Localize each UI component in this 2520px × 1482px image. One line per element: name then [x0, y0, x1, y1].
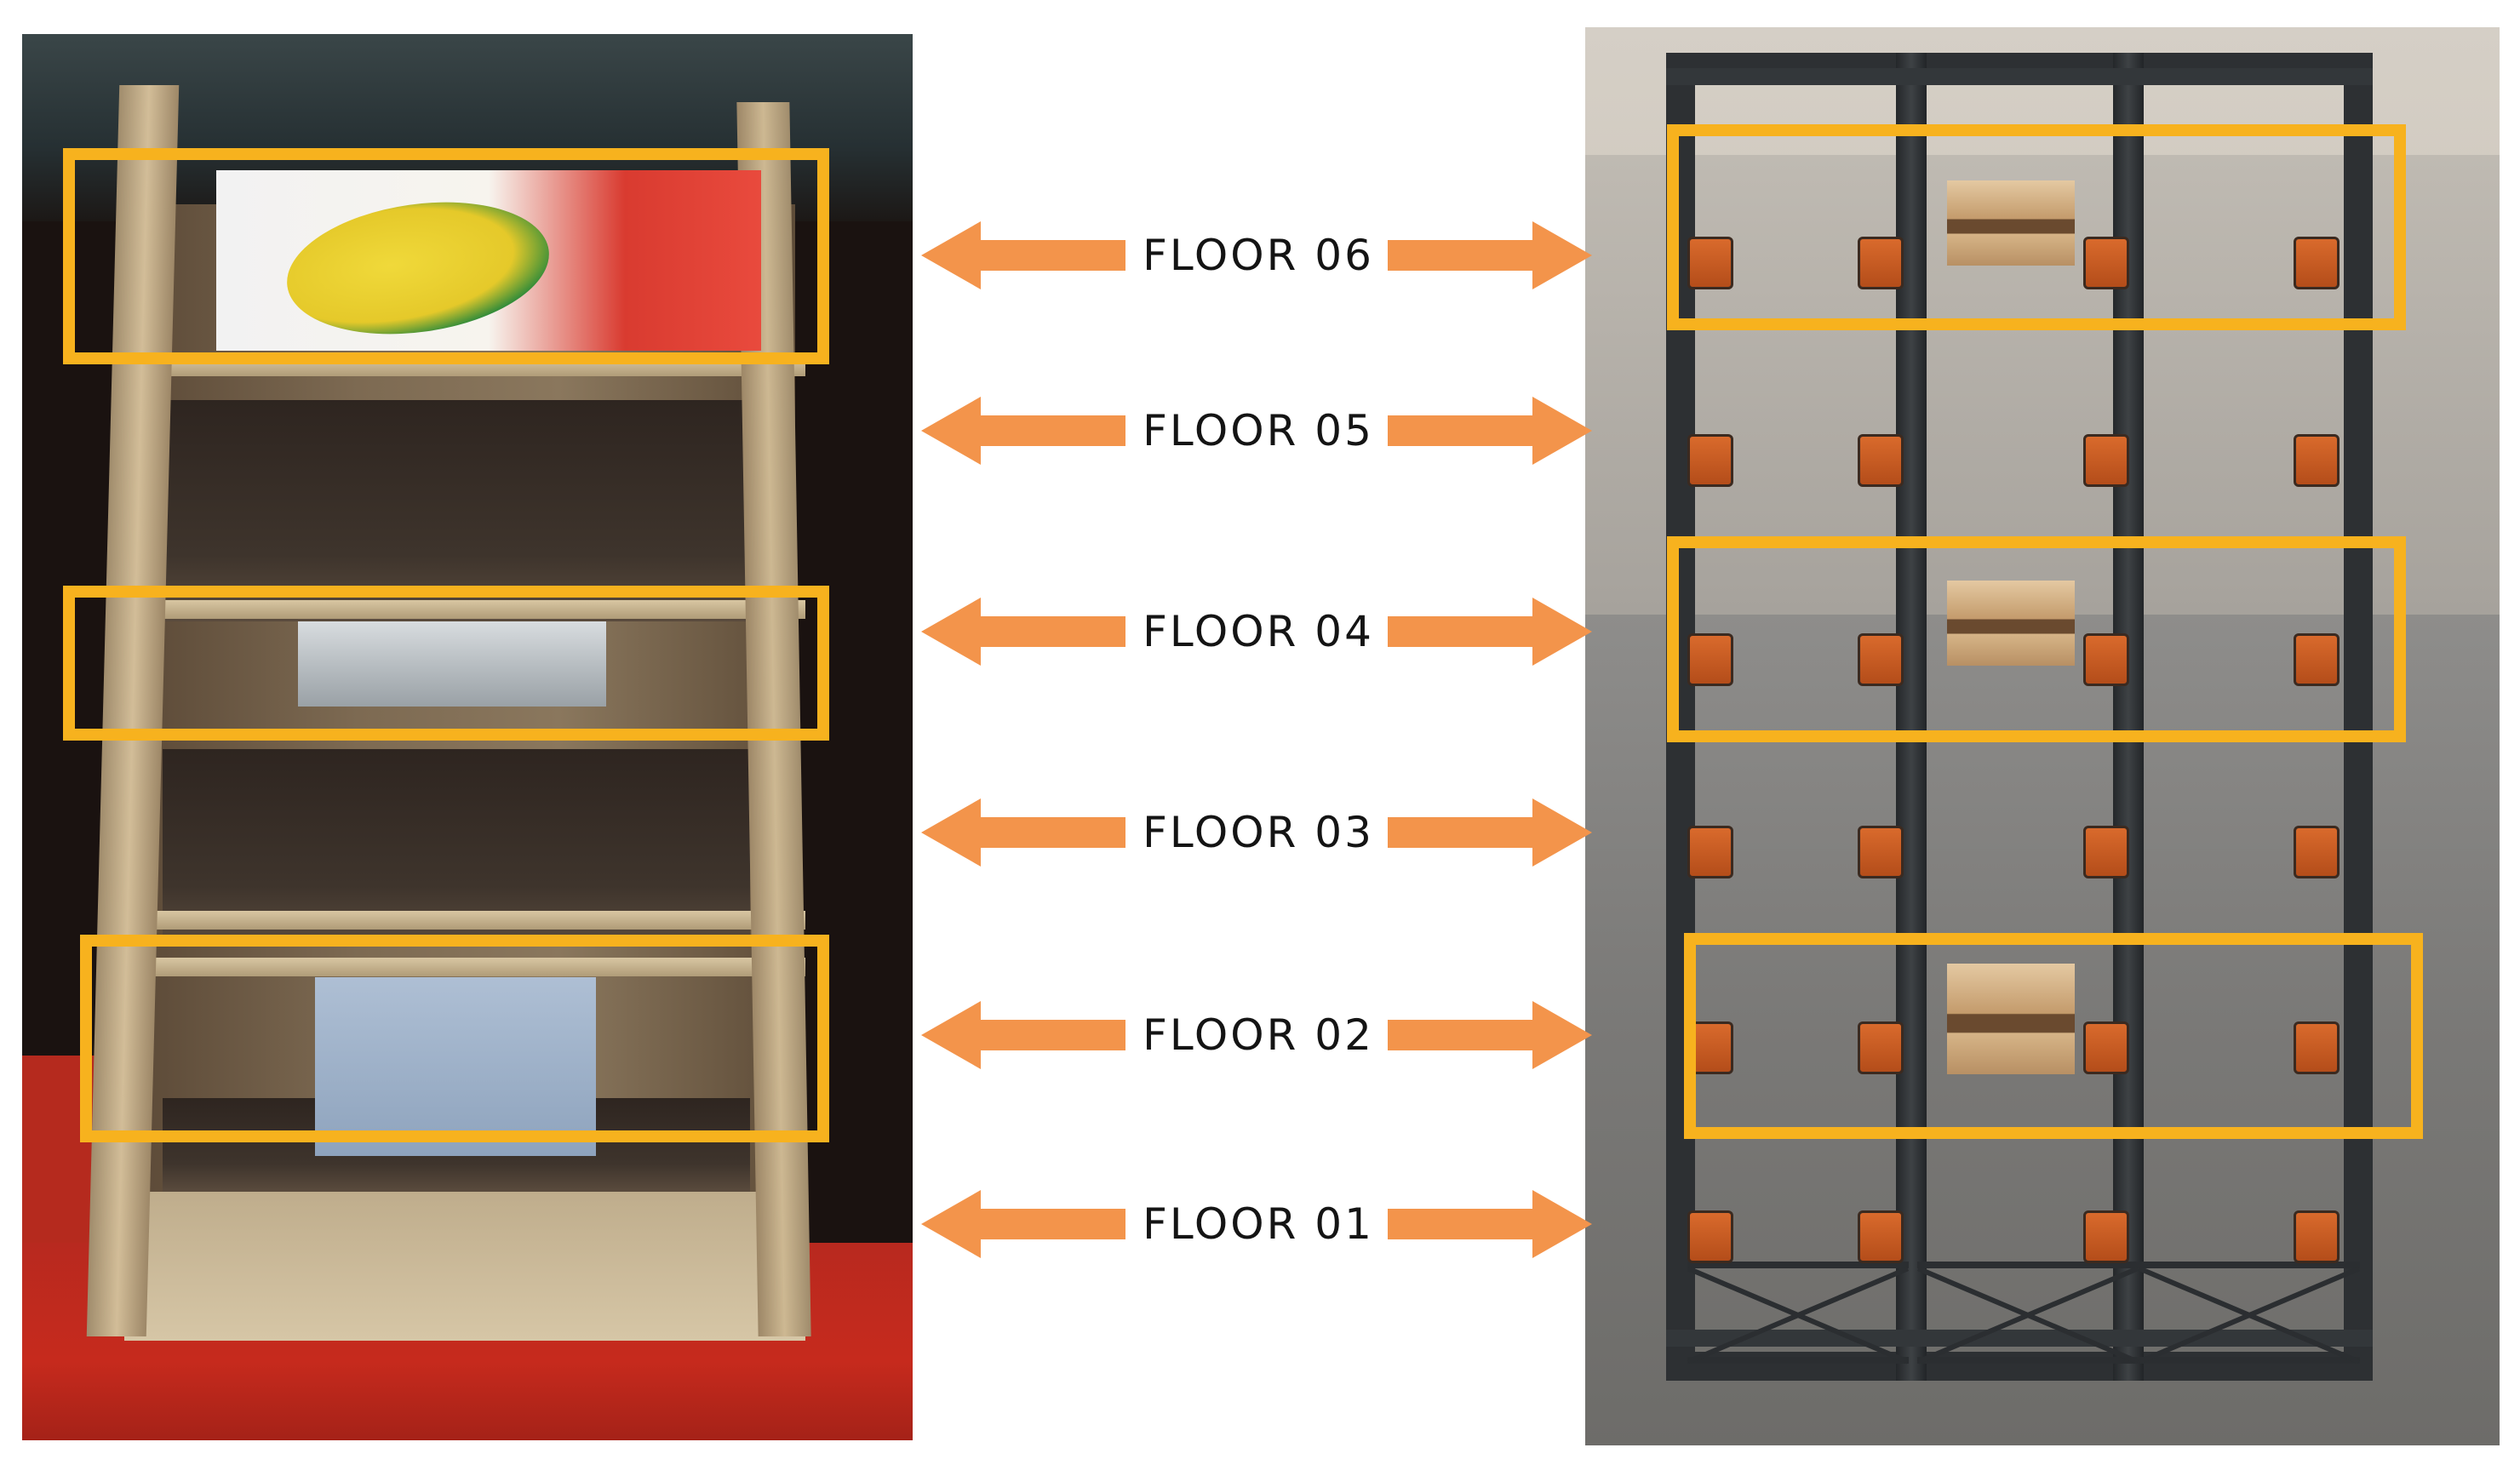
- rack-cargo: [1947, 581, 2075, 666]
- arrow-right-icon: [1388, 221, 1592, 289]
- floor-label: FLOOR 01: [1143, 1199, 1374, 1249]
- silver-box-item: [298, 621, 606, 707]
- highlight-left-floor-06: [63, 148, 829, 364]
- arrow-right-icon: [1388, 798, 1592, 867]
- shelf-compartment-floor-05: [163, 400, 750, 621]
- shelf-board: [116, 600, 805, 619]
- floor-label: FLOOR 02: [1143, 1010, 1374, 1060]
- rack-bracket: [1687, 826, 1733, 878]
- floor-label: FLOOR 05: [1143, 406, 1374, 455]
- arrow-left-icon: [921, 1001, 1125, 1069]
- rack-bracket: [2294, 1021, 2340, 1074]
- rack-bracket: [1858, 237, 1904, 289]
- rack-bracket: [1687, 1210, 1733, 1263]
- left-shelf-photo: [22, 34, 913, 1440]
- shelf-base: [124, 1192, 805, 1341]
- arrow-left-icon: [921, 1190, 1125, 1258]
- rack-bracket: [2083, 237, 2129, 289]
- floor-label: FLOOR 04: [1143, 607, 1374, 656]
- rack-crossbar: [1666, 68, 2373, 85]
- highlight-right-floor-02: [1684, 933, 2423, 1139]
- shelf-board: [116, 911, 805, 930]
- rack-bracket: [2083, 633, 2129, 686]
- arrow-left-icon: [921, 221, 1125, 289]
- arrow-left-icon: [921, 397, 1125, 465]
- highlight-left-floor-04: [63, 586, 829, 741]
- floor-label: FLOOR 06: [1143, 231, 1374, 280]
- rack-cargo: [1947, 964, 2075, 1074]
- rack-bracket: [1858, 1210, 1904, 1263]
- highlight-left-floor-02: [80, 935, 829, 1142]
- arrow-left-icon: [921, 798, 1125, 867]
- rack-bracket: [2083, 826, 2129, 878]
- rack-bracket: [1858, 1021, 1904, 1074]
- rack-base-brace: [2139, 1262, 2360, 1364]
- floor-row-05: FLOOR 05: [921, 397, 1592, 465]
- rack-bracket: [2294, 633, 2340, 686]
- rack-bracket: [2083, 1210, 2129, 1263]
- rack-bracket: [1858, 434, 1904, 487]
- rack-bracket: [2294, 434, 2340, 487]
- rack-bracket: [1687, 237, 1733, 289]
- floor-label: FLOOR 03: [1143, 808, 1374, 857]
- floor-row-03: FLOOR 03: [921, 798, 1592, 867]
- rack-base-brace: [1687, 1262, 1909, 1364]
- rack-cargo: [1947, 180, 2075, 266]
- arrow-right-icon: [1388, 397, 1592, 465]
- rack-bracket: [1687, 434, 1733, 487]
- arrow-right-icon: [1388, 1190, 1592, 1258]
- arrow-right-icon: [1388, 598, 1592, 666]
- rack-bracket: [2294, 826, 2340, 878]
- rack-bracket: [2294, 237, 2340, 289]
- floor-row-02: FLOOR 02: [921, 1001, 1592, 1069]
- floor-row-04: FLOOR 04: [921, 598, 1592, 666]
- highlight-right-floor-06: [1667, 124, 2406, 330]
- floor-row-01: FLOOR 01: [921, 1190, 1592, 1258]
- rack-bracket: [1858, 826, 1904, 878]
- arrow-right-icon: [1388, 1001, 1592, 1069]
- rack-base-brace: [1917, 1262, 2139, 1364]
- blue-box-item: [315, 977, 596, 1156]
- arrow-left-icon: [921, 598, 1125, 666]
- rack-bracket: [2083, 434, 2129, 487]
- highlight-right-floor-04: [1667, 536, 2406, 742]
- floor-row-06: FLOOR 06: [921, 221, 1592, 289]
- rack-bracket: [1858, 633, 1904, 686]
- shelf-board: [116, 958, 805, 976]
- rack-bracket: [2294, 1210, 2340, 1263]
- rack-bracket: [1687, 633, 1733, 686]
- rack-bracket: [2083, 1021, 2129, 1074]
